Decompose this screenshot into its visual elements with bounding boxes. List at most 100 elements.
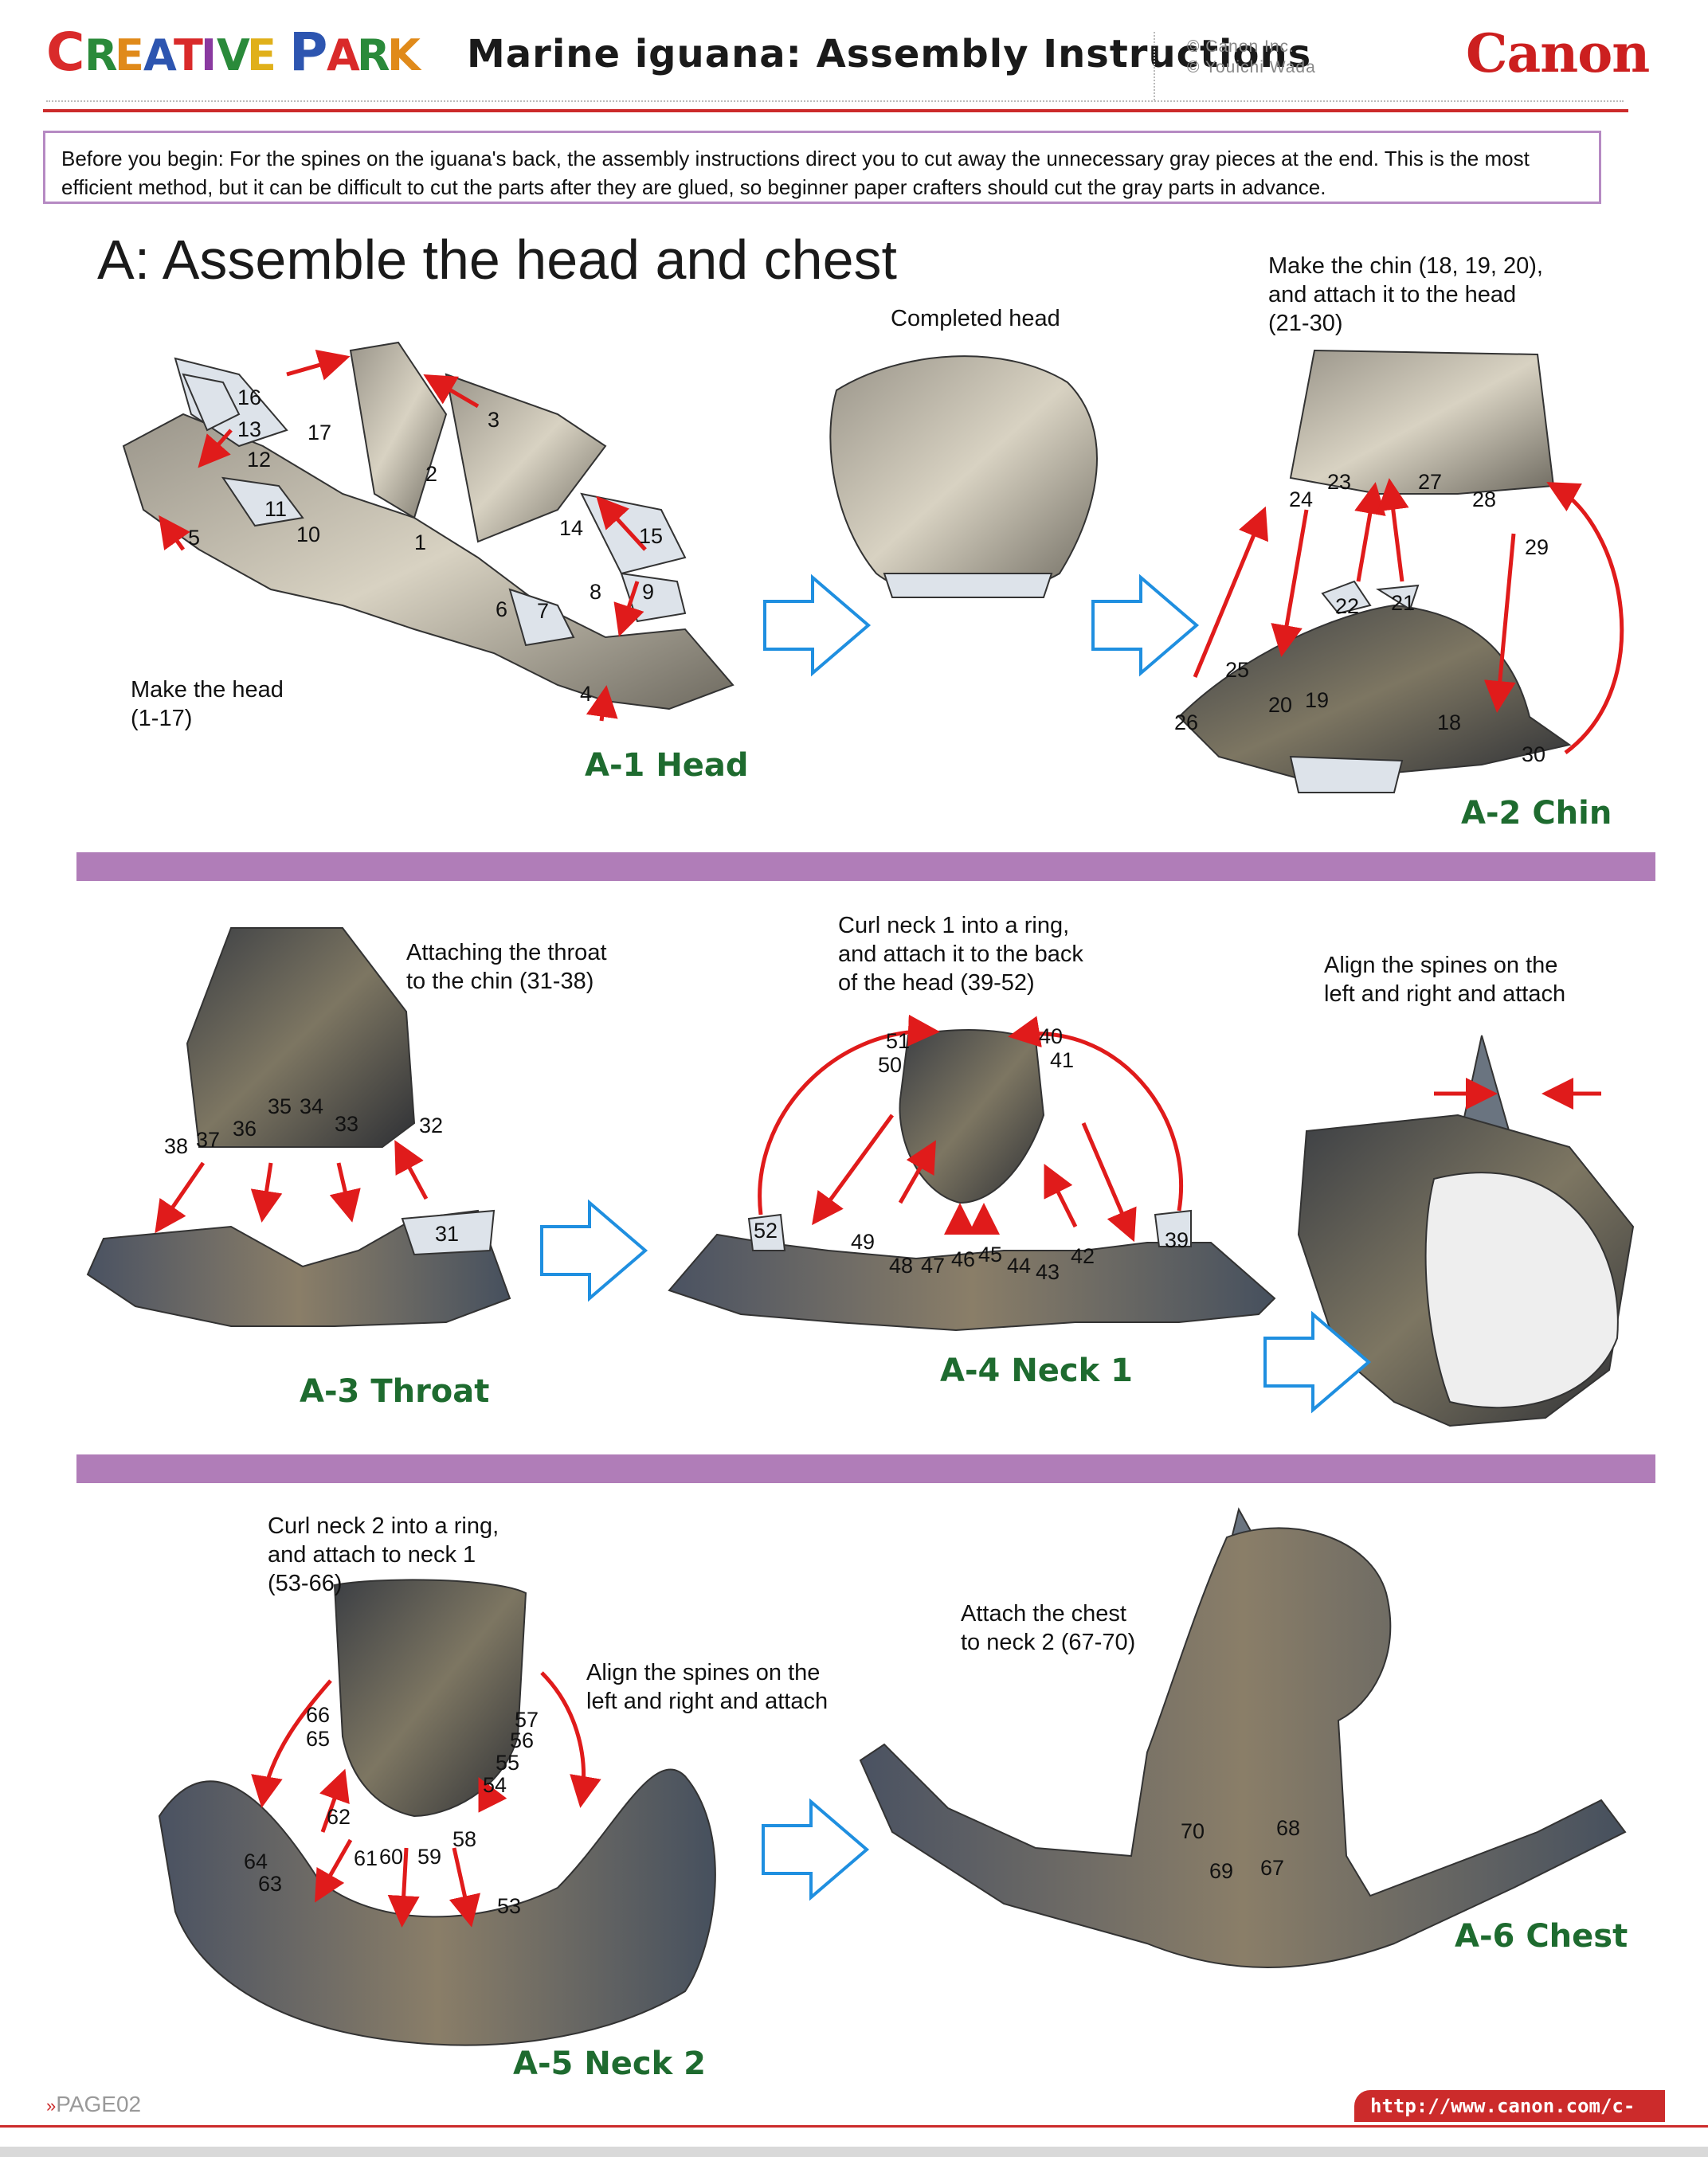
svg-text:V: V: [217, 30, 250, 80]
part-number: 4: [580, 682, 593, 706]
part-number: 21: [1391, 591, 1416, 615]
part-number: 1: [414, 530, 427, 554]
a1-step-label: A-1 Head: [585, 747, 749, 784]
part-number: 49: [851, 1230, 876, 1254]
part-number: 44: [1007, 1254, 1032, 1278]
a3-throat-pattern: [86, 927, 511, 1327]
a2-caption-line2: and attach it to the head: [1268, 282, 1517, 307]
part-number: 30: [1522, 742, 1546, 766]
part-number: 70: [1181, 1819, 1205, 1843]
a2-caption: Make the chin (18, 19, 20), and attach i…: [1268, 252, 1543, 338]
a2-chin-pattern: [1177, 349, 1572, 793]
header-red-rule: [43, 109, 1628, 112]
next-arrows: [540, 574, 1372, 1901]
a4-step-label: A-4 Neck 1: [940, 1353, 1133, 1389]
a4-caption-line2: and attach it to the back: [838, 941, 1083, 967]
part-number: 60: [379, 1845, 404, 1869]
part-number: 46: [951, 1247, 976, 1271]
part-number: 40: [1039, 1024, 1064, 1048]
a3-caption: Attaching the throat to the chin (31-38): [406, 938, 607, 996]
footer-url-link[interactable]: http://www.canon.com/c-park/: [1354, 2090, 1665, 2149]
part-number: 8: [590, 580, 602, 604]
page-number-text: PAGE02: [56, 2092, 142, 2116]
part-number: 10: [296, 523, 321, 546]
part-number: 6: [496, 597, 508, 621]
part-number: 56: [510, 1728, 535, 1752]
part-number: 29: [1525, 535, 1549, 559]
header-divider: [1154, 32, 1155, 100]
section-title: A: Assemble the head and chest: [97, 229, 897, 291]
part-number: 37: [196, 1128, 221, 1152]
part-number: 12: [247, 448, 272, 472]
part-number: 13: [237, 417, 262, 441]
page-number: »PAGE02: [46, 2092, 141, 2117]
a6-chest-model: [859, 1507, 1627, 1968]
a2-caption-line3: (21-30): [1268, 311, 1343, 336]
a2-caption-line1: Make the chin (18, 19, 20),: [1268, 253, 1543, 279]
part-number: 16: [237, 386, 262, 409]
a4-caption-line3: of the head (39-52): [838, 970, 1035, 996]
a3-caption-line1: Attaching the throat: [406, 940, 607, 965]
svg-text:T: T: [174, 30, 203, 80]
part-number: 38: [164, 1134, 189, 1158]
part-number: 31: [435, 1222, 460, 1246]
a3-caption-line2: to the chin (31-38): [406, 969, 594, 994]
completed-head-model: [829, 355, 1098, 598]
part-number: 67: [1260, 1856, 1285, 1880]
a6-caption-line1: Attach the chest: [961, 1601, 1126, 1627]
part-number: 25: [1225, 658, 1250, 682]
svg-text:R: R: [357, 30, 390, 80]
part-number: 68: [1276, 1816, 1301, 1840]
svg-text:A: A: [327, 30, 360, 80]
part-number: 62: [327, 1805, 351, 1829]
part-number: 45: [978, 1243, 1003, 1266]
part-number: 35: [268, 1094, 292, 1118]
a4-caption: Curl neck 1 into a ring, and attach it t…: [838, 911, 1083, 997]
part-number: 65: [306, 1727, 331, 1751]
a4-caption-line1: Curl neck 1 into a ring,: [838, 913, 1070, 938]
svg-text:E: E: [115, 30, 144, 80]
part-number: 18: [1437, 711, 1462, 734]
part-number: 11: [264, 497, 288, 521]
a6-caption-line2: to neck 2 (67-70): [961, 1630, 1136, 1655]
part-number: 55: [496, 1751, 520, 1775]
part-number: 69: [1209, 1859, 1234, 1883]
part-number: 66: [306, 1703, 331, 1727]
a3-step-label: A-3 Throat: [300, 1373, 490, 1410]
a6-step-label: A-6 Chest: [1455, 1918, 1628, 1955]
creative-park-logo: C R E A T I V E P A R K: [46, 14, 429, 86]
part-number: 33: [335, 1112, 359, 1136]
section-divider-band: [76, 1454, 1655, 1483]
part-number: 59: [417, 1845, 442, 1869]
copyright-line-1: © Canon Inc.: [1187, 37, 1295, 56]
part-number: 9: [642, 580, 655, 604]
part-number: 5: [188, 526, 201, 550]
a1-caption-line2: (1-17): [131, 706, 193, 731]
part-number: 52: [754, 1219, 778, 1243]
part-number: 2: [425, 462, 438, 486]
spines-caption-line1: Align the spines on the: [1324, 953, 1558, 978]
footer-gray-band: [0, 2147, 1708, 2157]
spine-assembly-model: [1297, 1035, 1635, 1427]
part-number: 3: [488, 408, 500, 432]
part-number: 51: [886, 1029, 911, 1053]
page-title: Marine iguana: Assembly Instructions: [467, 32, 1312, 76]
part-number: 15: [639, 524, 664, 548]
canon-logo: Canon: [1466, 22, 1650, 84]
part-number: 14: [559, 516, 584, 540]
part-number: 58: [452, 1827, 477, 1851]
svg-text:K: K: [387, 30, 422, 80]
part-number: 36: [233, 1117, 257, 1141]
svg-text:A: A: [143, 30, 177, 80]
a1-caption-line1: Make the head: [131, 677, 284, 703]
part-number: 43: [1036, 1260, 1060, 1284]
svg-text:R: R: [84, 30, 118, 80]
part-number: 39: [1165, 1228, 1189, 1252]
part-number: 47: [921, 1254, 946, 1278]
svg-text:C: C: [46, 22, 84, 83]
spines-caption: Align the spines on the left and right a…: [1324, 951, 1565, 1008]
section-divider-band: [76, 852, 1655, 881]
part-number: 19: [1305, 688, 1330, 712]
a5-side-caption: Align the spines on the left and right a…: [586, 1658, 828, 1716]
